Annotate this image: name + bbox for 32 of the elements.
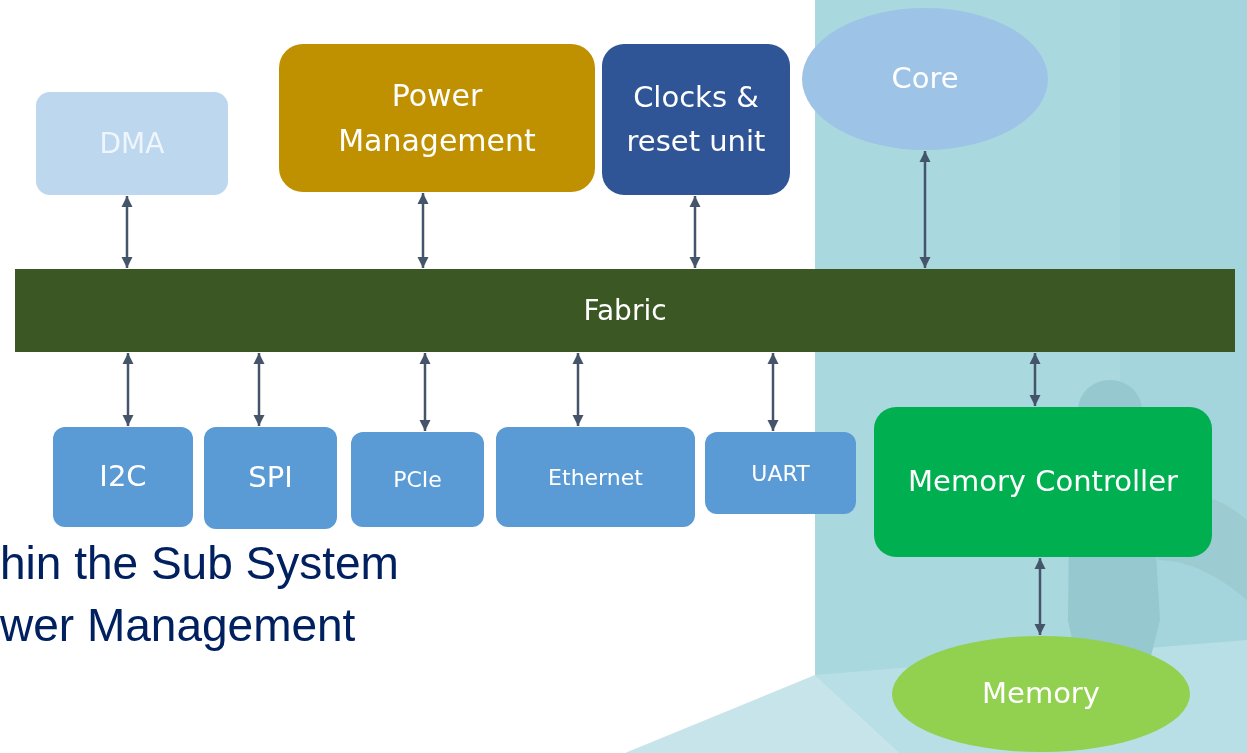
- process-box: [496, 427, 695, 527]
- process-box: [602, 44, 790, 195]
- arrow: [572, 353, 584, 426]
- node-label: Power Management: [337, 77, 537, 160]
- arrow: [689, 196, 701, 268]
- node-label: SPI: [248, 459, 293, 497]
- node-label: UART: [751, 459, 810, 488]
- arrow: [767, 353, 779, 431]
- process-box: [53, 427, 193, 527]
- node-label: Core: [891, 60, 959, 98]
- arrow: [1029, 353, 1041, 406]
- node-label: Memory: [982, 675, 1100, 713]
- node-label: Memory Controller: [908, 463, 1178, 501]
- node-label: I2C: [99, 458, 147, 496]
- arrow: [919, 151, 931, 268]
- arrow: [122, 353, 134, 426]
- process-box: [874, 407, 1212, 557]
- arrow: [417, 193, 429, 268]
- process-box: [36, 92, 228, 195]
- node-label: PCIe: [393, 466, 442, 494]
- process-box: [279, 44, 595, 192]
- process-box: [351, 432, 484, 527]
- arrow: [121, 196, 133, 268]
- node-label: Ethernet: [548, 463, 643, 492]
- node-label: Fabric: [583, 292, 667, 329]
- arrow: [1034, 558, 1046, 635]
- arrow: [419, 353, 431, 431]
- arrow: [253, 353, 265, 426]
- node-label: Clocks & reset unit: [625, 79, 767, 160]
- process-box: [204, 427, 337, 529]
- process-box: [15, 269, 1235, 352]
- process-box: [705, 432, 856, 514]
